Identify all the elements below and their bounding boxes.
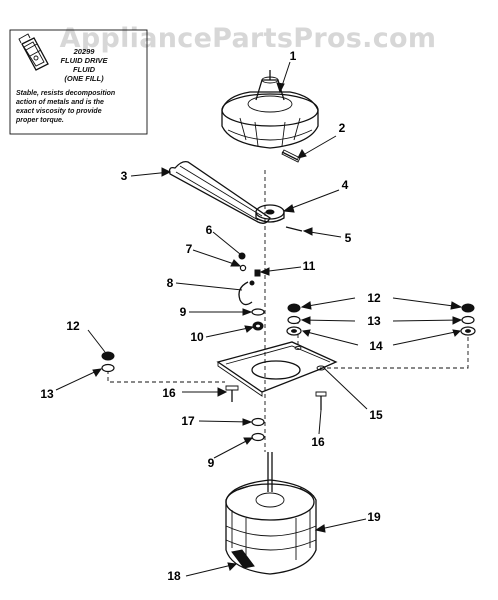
callout-7: 7 (186, 242, 193, 256)
watermark: AppliancePartsPros.com (60, 23, 437, 54)
small-hardware (238, 252, 265, 331)
drive-motor (225, 452, 317, 575)
note-body-line3: exact viscosity to provide (16, 108, 102, 115)
callout-2: 2 (339, 121, 346, 135)
part-7-washer (239, 264, 247, 272)
part-6-nut (238, 252, 246, 260)
note-title-line2: FLUID (73, 65, 96, 74)
callout-12-right: 12 (367, 291, 381, 305)
drive-belt (168, 160, 271, 224)
part-9-washer-upper (251, 308, 265, 316)
callout-labels: 1 2 3 4 5 6 7 8 9 10 11 12 12 13 13 14 1… (40, 49, 383, 583)
leader-lines (55, 61, 462, 577)
callout-8: 8 (167, 276, 174, 290)
callout-14: 14 (369, 339, 383, 353)
fluid-drive-fluid-note: 20299 FLUID DRIVE FLUID (ONE FILL) Stabl… (9, 29, 148, 135)
callout-12-left: 12 (66, 319, 80, 333)
note-title-line3: (ONE FILL) (64, 74, 104, 83)
note-border (9, 29, 148, 135)
arrowheads (92, 82, 463, 571)
note-part-number: 20299 (73, 47, 96, 56)
pulley (255, 204, 285, 223)
callout-13-right: 13 (367, 314, 381, 328)
callout-9-lower: 9 (208, 456, 215, 470)
left-washer-stack (101, 351, 115, 373)
note-body-line2: action of metals and is the (16, 99, 104, 106)
right-washer-stack-outer (460, 303, 476, 336)
callout-15: 15 (369, 408, 383, 422)
callout-6: 6 (206, 223, 213, 237)
note-title-line1: FLUID DRIVE (60, 56, 108, 65)
callout-1: 1 (290, 49, 297, 63)
callout-3: 3 (121, 169, 128, 183)
callout-16-left: 16 (162, 386, 176, 400)
lower-washers (251, 417, 265, 442)
callout-19: 19 (367, 510, 381, 524)
callout-4: 4 (342, 178, 349, 192)
right-washer-stack-inner (286, 303, 302, 336)
set-screw-part-5 (285, 226, 303, 232)
callout-18: 18 (167, 569, 181, 583)
part-8-clip (238, 281, 253, 306)
mounting-plate (216, 341, 338, 397)
left-fastener-path (107, 370, 225, 383)
fluid-drive-housing (221, 70, 319, 149)
right-fastener-path (320, 330, 469, 369)
callout-11: 11 (303, 259, 316, 273)
callout-17: 17 (181, 414, 195, 428)
callout-5: 5 (345, 231, 352, 245)
note-body-line1: Stable, resists decomposition (16, 90, 115, 97)
callout-16-right: 16 (311, 435, 325, 449)
motor-terminal-block (231, 549, 255, 569)
part-11-nut (254, 269, 261, 277)
mounting-bolts (225, 385, 327, 410)
note-body-line4: proper torque. (15, 117, 64, 124)
callout-10: 10 (190, 330, 204, 344)
screw-part-2 (281, 149, 301, 163)
callout-13-left: 13 (40, 387, 54, 401)
fluid-bottle-icon (18, 33, 49, 71)
callout-9-upper: 9 (180, 305, 187, 319)
